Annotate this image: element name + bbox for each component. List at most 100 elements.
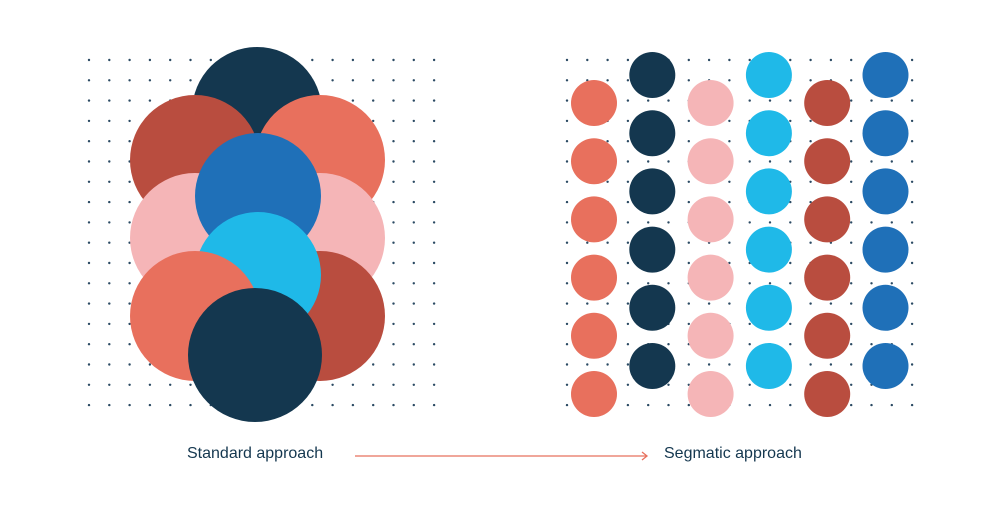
grid-dot: [87, 221, 91, 224]
grid-dot: [108, 160, 111, 163]
grid-dot: [687, 180, 690, 183]
grid-dot: [586, 302, 589, 305]
grid-dot: [87, 343, 91, 346]
grid-dot: [809, 200, 812, 204]
grid-dot: [586, 241, 589, 244]
grid-dot: [128, 140, 131, 143]
grid-dot: [606, 302, 609, 305]
grid-dot: [870, 403, 873, 407]
grid-dot: [707, 58, 711, 62]
grid-dot: [789, 282, 792, 285]
grid-dot: [606, 79, 609, 82]
grid-dot: [667, 221, 670, 224]
grid-dot: [606, 180, 609, 183]
grid-dot: [432, 200, 436, 204]
segmatic-circle-pink: [687, 196, 734, 243]
grid-dot: [392, 282, 395, 285]
grid-dot: [586, 58, 589, 62]
grid-dot: [432, 119, 436, 123]
grid-dot: [626, 79, 630, 82]
grid-dot: [789, 403, 792, 407]
grid-dot: [128, 221, 131, 224]
grid-dot: [432, 403, 436, 407]
segmatic-circle-navy: [629, 284, 676, 331]
segmatic-circle-salmon: [571, 138, 617, 185]
grid-dot: [910, 261, 914, 265]
grid-dot: [392, 383, 395, 386]
grid-dot: [392, 261, 395, 265]
grid-dot: [910, 180, 914, 183]
grid-dot: [128, 58, 131, 62]
standard-approach-label: Standard approach: [187, 445, 324, 462]
segmatic-circle-brown: [804, 80, 851, 126]
grid-dot: [565, 180, 569, 183]
grid-dot: [850, 241, 853, 244]
grid-dot: [789, 322, 792, 326]
grid-dot: [687, 403, 690, 407]
grid-dot: [829, 58, 833, 62]
grid-dot: [331, 403, 334, 407]
grid-dot: [850, 322, 853, 326]
grid-dot: [850, 200, 853, 204]
grid-dot: [432, 58, 436, 62]
grid-dot: [87, 99, 91, 102]
grid-dot: [565, 343, 569, 346]
grid-dot: [687, 140, 690, 143]
grid-dot: [789, 383, 792, 386]
grid-dot: [789, 99, 792, 102]
segmatic-circle-navy: [629, 52, 676, 98]
grid-dot: [392, 160, 395, 163]
grid-dot: [728, 119, 731, 123]
grid-dot: [768, 99, 772, 102]
grid-dot: [128, 119, 131, 123]
grid-dot: [728, 200, 731, 204]
grid-dot: [128, 282, 131, 285]
grid-dot: [910, 200, 914, 204]
grid-dot: [432, 99, 436, 102]
grid-dot: [392, 79, 395, 82]
grid-dot: [87, 58, 91, 62]
grid-dot: [108, 180, 111, 183]
grid-dot: [890, 99, 893, 102]
grid-dot: [647, 99, 650, 102]
grid-dot: [169, 58, 172, 62]
grid-dot: [392, 200, 395, 204]
grid-dot: [128, 302, 131, 305]
grid-dot: [108, 99, 111, 102]
grid-dot: [128, 180, 131, 183]
grid-dot: [850, 343, 853, 346]
grid-dot: [128, 383, 131, 386]
grid-dot: [728, 180, 731, 183]
grid-dot: [108, 343, 111, 346]
segmatic-circle-salmon: [571, 371, 617, 417]
grid-dot: [789, 261, 792, 265]
grid-dot: [626, 221, 630, 224]
segmatic-circle-pink: [687, 254, 734, 301]
grid-dot: [910, 363, 914, 366]
grid-dot: [108, 119, 111, 123]
grid-dot: [626, 403, 630, 407]
grid-dot: [351, 79, 355, 82]
segmatic-circle-brown: [804, 312, 851, 359]
segmatic-circle-navy: [629, 110, 676, 157]
grid-dot: [829, 363, 833, 366]
grid-dot: [432, 383, 436, 386]
grid-dot: [809, 363, 812, 366]
grid-dot: [331, 79, 334, 82]
grid-dot: [850, 140, 853, 143]
grid-dot: [748, 343, 751, 346]
grid-dot: [412, 363, 415, 366]
grid-dot: [87, 322, 91, 326]
grid-dot: [870, 343, 873, 346]
grid-dot: [789, 119, 792, 123]
grid-dot: [412, 200, 415, 204]
grid-dot: [108, 241, 111, 244]
grid-dot: [87, 383, 91, 386]
grid-dot: [412, 58, 415, 62]
segmatic-circle-salmon: [571, 80, 617, 126]
grid-dot: [565, 261, 569, 265]
grid-dot: [687, 322, 690, 326]
grid-dot: [626, 180, 630, 183]
grid-dot: [432, 79, 436, 82]
